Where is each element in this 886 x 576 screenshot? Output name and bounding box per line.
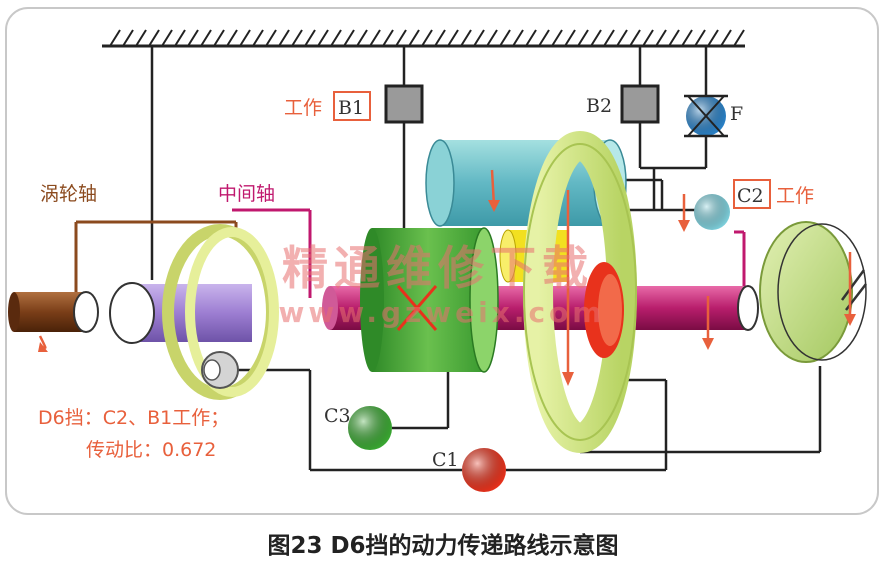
turbine-shaft-label: 涡轮轴 — [40, 183, 97, 205]
c2-label: C2 — [737, 185, 764, 207]
housing-ground — [102, 29, 745, 48]
shaft-rotation-arrowhead — [702, 338, 714, 350]
hatch-mark — [668, 29, 680, 47]
hatch-mark — [148, 29, 160, 47]
intermediate-shaft-label: 中间轴 — [218, 183, 275, 205]
red-hub — [584, 262, 624, 358]
hatch-mark — [291, 29, 303, 47]
hatch-mark — [694, 29, 706, 47]
hatch-mark — [421, 29, 433, 47]
watermark-title: 精通维修下载 — [282, 241, 594, 295]
brake-b2 — [620, 84, 660, 124]
hatch-mark — [603, 29, 615, 47]
f-label: F — [730, 103, 743, 125]
clutch-c2 — [694, 194, 730, 230]
hatch-mark — [525, 29, 537, 47]
hatch-mark — [213, 29, 225, 47]
b1-active-box — [333, 91, 371, 121]
hatch-mark — [226, 29, 238, 47]
figure-caption: 图23 D6挡的动力传递路线示意图 — [267, 533, 619, 559]
gear-note-line2: 传动比：0.672 — [86, 439, 216, 461]
hatch-mark — [512, 29, 524, 47]
b1-working-label: 工作 — [284, 97, 322, 119]
left-ring-gear — [162, 224, 279, 400]
hatch-mark — [161, 29, 173, 47]
c3-label: C3 — [324, 405, 351, 427]
clutch-c3 — [348, 406, 392, 450]
hatch-mark — [408, 29, 420, 47]
hatch-mark — [382, 29, 394, 47]
connection-lines — [150, 46, 822, 472]
hatch-mark — [122, 29, 134, 47]
b1-label: B1 — [338, 97, 364, 119]
watermark-url: www.gzweix.com — [279, 296, 606, 329]
hatch-mark — [642, 29, 654, 47]
gear-note-line1: D6挡：C2、B1工作； — [38, 407, 229, 429]
c1-label: C1 — [432, 449, 459, 471]
hatch-mark — [447, 29, 459, 47]
hatch-mark — [369, 29, 381, 47]
hatch-mark — [681, 29, 693, 47]
hatch-mark — [473, 29, 485, 47]
purple-drum — [109, 282, 252, 344]
freewheel-f — [684, 94, 728, 138]
green-planetary-carrier — [360, 227, 499, 373]
hatch-mark — [577, 29, 589, 47]
hatch-mark — [135, 29, 147, 47]
hatch-mark — [265, 29, 277, 47]
hatch-mark — [590, 29, 602, 47]
hatch-mark — [343, 29, 355, 47]
hatch-mark — [434, 29, 446, 47]
hatch-mark — [330, 29, 342, 47]
hatch-mark — [239, 29, 251, 47]
hatch-mark — [564, 29, 576, 47]
hatch-mark — [187, 29, 199, 47]
hatch-mark — [655, 29, 667, 47]
hatch-mark — [720, 29, 732, 47]
hatch-mark — [317, 29, 329, 47]
hatch-mark — [252, 29, 264, 47]
hatch-mark — [356, 29, 368, 47]
hatch-mark — [499, 29, 511, 47]
hatch-mark — [109, 29, 121, 47]
hatch-mark — [538, 29, 550, 47]
hatch-mark — [486, 29, 498, 47]
hatch-mark — [278, 29, 290, 47]
b2-label: B2 — [586, 95, 612, 117]
output-drum — [759, 221, 867, 363]
hatch-mark — [304, 29, 316, 47]
intermediate-shaft-path — [232, 208, 746, 298]
c2-working-label: 工作 — [776, 185, 814, 207]
hatch-mark — [200, 29, 212, 47]
brake-b1 — [384, 84, 424, 124]
hatch-mark — [460, 29, 472, 47]
c2-active-box — [733, 179, 771, 209]
c2-rotation-arrowhead — [678, 220, 690, 232]
hatch-mark — [629, 29, 641, 47]
clutch-c1 — [462, 448, 506, 492]
hatch-mark — [174, 29, 186, 47]
hatch-mark — [551, 29, 563, 47]
hatch-mark — [616, 29, 628, 47]
hatch-mark — [395, 29, 407, 47]
hatch-mark — [707, 29, 719, 47]
turbine-shaft-cylinder — [8, 291, 99, 352]
hatch-mark — [733, 29, 745, 47]
